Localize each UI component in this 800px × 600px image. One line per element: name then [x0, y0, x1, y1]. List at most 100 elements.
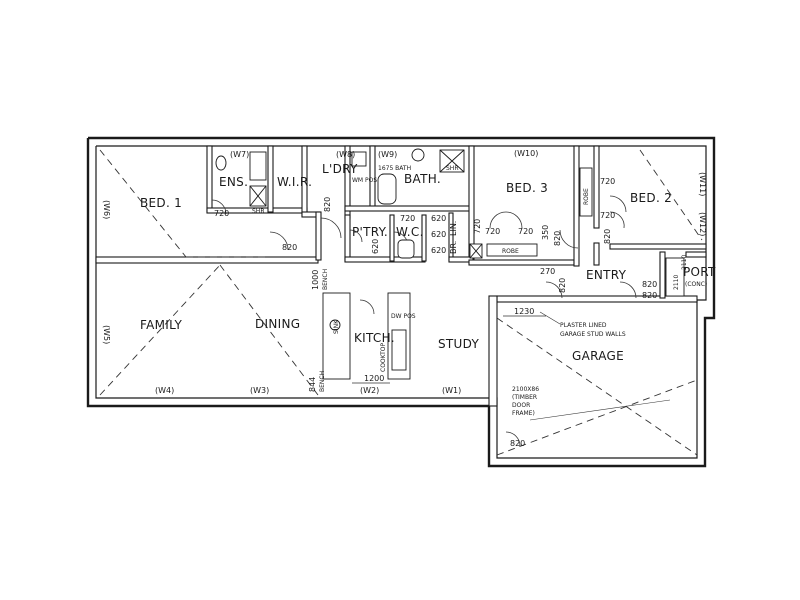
annotations: ROBE ROBE SHR 1675 BATH WM POS DW POS SI… [308, 165, 688, 417]
wm-pos-label: WM POS [352, 177, 377, 184]
dash-bed2 [639, 149, 703, 241]
toilet-ens [215, 155, 227, 171]
door-size-wc1: 720 [400, 214, 415, 223]
exterior-wall-outer [86, 136, 716, 468]
door-size-p1: 820 [642, 291, 657, 300]
door-bed3c [559, 229, 579, 249]
cooktop [391, 329, 407, 371]
lin-x2 [469, 243, 483, 259]
door-ldry [320, 217, 342, 239]
sink [329, 319, 341, 331]
door-size-bed3a: 720 [485, 227, 500, 236]
label-bed3: BED. 3 [506, 181, 548, 195]
toilet-wc [397, 239, 415, 259]
wall-bed2-bottom [609, 243, 707, 250]
dash-bed1-a [99, 149, 187, 258]
label-br: BR. [449, 241, 458, 254]
window-labels: (W7) (W8) (W9) (W10) (W11) (W12) (W6) (W… [102, 149, 707, 395]
shr-label-bath: SHR [446, 165, 459, 172]
label-wc: W.C. [396, 225, 424, 239]
leader-timber [529, 399, 671, 421]
door-size-wir: 820 [282, 243, 297, 252]
leader-plaster [539, 311, 561, 325]
kitchen-island [322, 292, 351, 380]
dash-family-b [219, 264, 319, 396]
door-garage [505, 431, 521, 447]
wall-bath-bottom [344, 205, 474, 212]
label-dining: DINING [255, 317, 300, 331]
wall-hall-left [315, 211, 322, 261]
bath-basin [411, 148, 425, 162]
door-ens [211, 199, 227, 215]
wall-bed1-family [95, 256, 319, 264]
label-study: STUDY [438, 337, 480, 351]
bath-tub [377, 173, 397, 205]
robe-label-bed2: ROBE [583, 188, 590, 205]
robe-bed2 [579, 167, 593, 217]
door-wir [269, 231, 289, 251]
door-size-wc3: 620 [431, 230, 446, 239]
dimension-lines [352, 311, 671, 421]
door-size-wc4: 620 [431, 246, 446, 255]
door-kitchen [359, 299, 375, 315]
dim-350: 350 [541, 225, 550, 240]
label-bed1: BED. 1 [140, 196, 182, 210]
door-size-entry2: 820 [642, 280, 657, 289]
window-w7: (W7) [230, 150, 249, 159]
window-w6: (W6) [102, 200, 111, 219]
laundry-tub [351, 151, 367, 167]
window-w12: (W12) [698, 212, 707, 236]
dim-2110b: 2110 [681, 255, 688, 270]
wall-wc-right [421, 214, 427, 262]
label-ldry: L'DRY [322, 162, 358, 176]
wall-garage-top [496, 295, 698, 303]
door-size-bed2a: 720 [600, 177, 615, 186]
robe-bed3 [486, 243, 538, 257]
wall-garage-left [488, 295, 498, 407]
door-size-ptry: 620 [371, 239, 380, 254]
door-size-bed3b: 720 [518, 227, 533, 236]
label-port-sub: (CONC) [685, 281, 707, 288]
dim-2110: 2110 [673, 275, 680, 290]
timber-note-3: DOOR [512, 402, 530, 409]
label-garage: GARAGE [572, 349, 624, 363]
door-size-bed2b: 720 [600, 211, 615, 220]
bench-1000: 1000 [311, 270, 320, 290]
label-lin: LIN. [449, 221, 458, 236]
door-size-ldry: 820 [323, 197, 332, 212]
plaster-line-1: PLASTER LINED [560, 322, 607, 329]
wall-robe-bed2 [593, 145, 600, 229]
wall-port [659, 251, 666, 299]
wall-bed1-ens [206, 145, 213, 213]
timber-note-2: (TIMBER [512, 394, 537, 401]
door-entry [545, 281, 563, 299]
wall-bed3-robe [573, 145, 580, 267]
wall-bed3-bottom [468, 259, 575, 266]
door-size-bed3c: 820 [553, 231, 562, 246]
plaster-line-2: GARAGE STUD WALLS [560, 331, 626, 338]
window-w1: (W1) [442, 386, 461, 395]
room-labels: BED. 1 ENS. W.I.R. L'DRY BATH. BED. 3 BE… [140, 162, 716, 363]
timber-note-4: FRAME) [512, 410, 535, 417]
door-bed3a [489, 211, 507, 229]
door-size-garage: 820 [510, 439, 525, 448]
door-size-entry: 820 [558, 278, 567, 293]
wall-robe-bed2-low [593, 242, 600, 266]
cooktop-label: COOKTOP [380, 343, 387, 372]
door-size-wc2: 620 [431, 214, 446, 223]
bench-1000-label: BENCH [322, 269, 329, 290]
window-w3: (W3) [250, 386, 269, 395]
bench-844: 844 [308, 377, 317, 392]
timber-note-1: 2100X86 [512, 386, 539, 393]
door-bed2b [609, 211, 625, 229]
door-size-shr1: SHR [252, 208, 265, 215]
door-bed2a [609, 195, 627, 213]
label-kitch: KITCH. [354, 331, 395, 345]
window-w8: (W8) [336, 150, 355, 159]
dim-270: 270 [540, 267, 555, 276]
exterior-wall-inner [95, 145, 707, 459]
door-labels: 720 SHR 820 820 620 720 620 620 620 720 … [214, 177, 657, 448]
port-area [665, 257, 685, 297]
shower-x2 [249, 185, 267, 207]
